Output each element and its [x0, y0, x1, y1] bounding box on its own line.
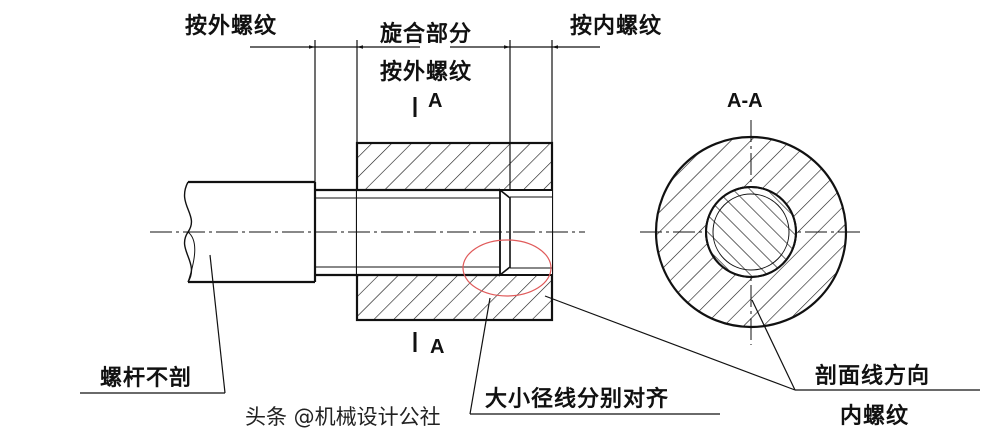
highlight-ellipse: [462, 239, 552, 297]
section-label-top: A: [428, 90, 443, 112]
label-external-thread: 按外螺纹: [185, 14, 278, 39]
leader-lines: [80, 254, 980, 415]
label-engaged-part: 旋合部分: [380, 22, 473, 47]
section-view-title: A-A: [727, 90, 763, 112]
label-internal-thread: 按内螺纹: [570, 14, 663, 39]
label-diameters-aligned: 大小径线分别对齐: [485, 387, 670, 412]
label-hatch-direction: 剖面线方向: [815, 364, 931, 389]
watermark: 头条 @机械设计公社: [245, 405, 441, 429]
label-engaged-external-thread: 按外螺纹: [380, 60, 473, 85]
label-bolt-not-sectioned: 螺杆不剖: [100, 366, 193, 391]
section-view: [654, 135, 848, 329]
bolt: [183, 180, 511, 284]
label-hatch-direction-2: 内螺纹: [840, 404, 910, 429]
section-label-bottom: A: [430, 336, 445, 358]
